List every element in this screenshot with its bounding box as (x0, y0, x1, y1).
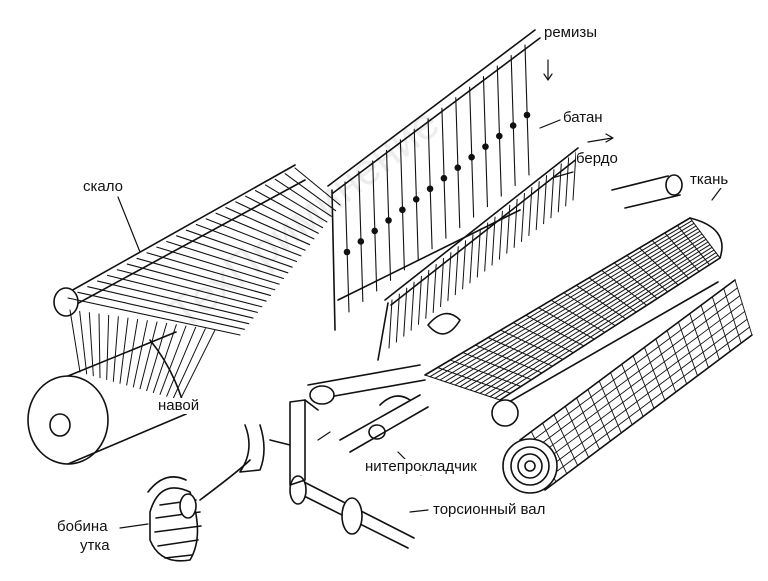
cloth-drawing (424, 174, 723, 427)
label-tkan: ткань (690, 171, 729, 188)
label-niteprokladchik: нитепрокладчик (365, 458, 477, 475)
torsion-shaft-drawing (239, 399, 415, 549)
heddle-frame-drawing (327, 29, 541, 331)
label-remizy: ремизы (544, 24, 598, 41)
reed-drawing (377, 147, 584, 361)
label-bobina: бобина (57, 518, 108, 535)
label-torsionny-val: торсионный вал (433, 501, 546, 518)
leader-lines (117, 59, 722, 529)
label-utka: утка (80, 537, 110, 554)
label-skalo: скало (83, 178, 123, 195)
label-navoy: навой (158, 397, 200, 414)
cloth-roll-drawing (502, 279, 753, 494)
label-batan: батан (563, 109, 603, 126)
label-berdo: бердо (576, 150, 618, 167)
back-rest-drawing (53, 164, 341, 401)
weft-inserter-drawing (307, 312, 461, 453)
weft-bobbin-drawing (147, 459, 251, 562)
